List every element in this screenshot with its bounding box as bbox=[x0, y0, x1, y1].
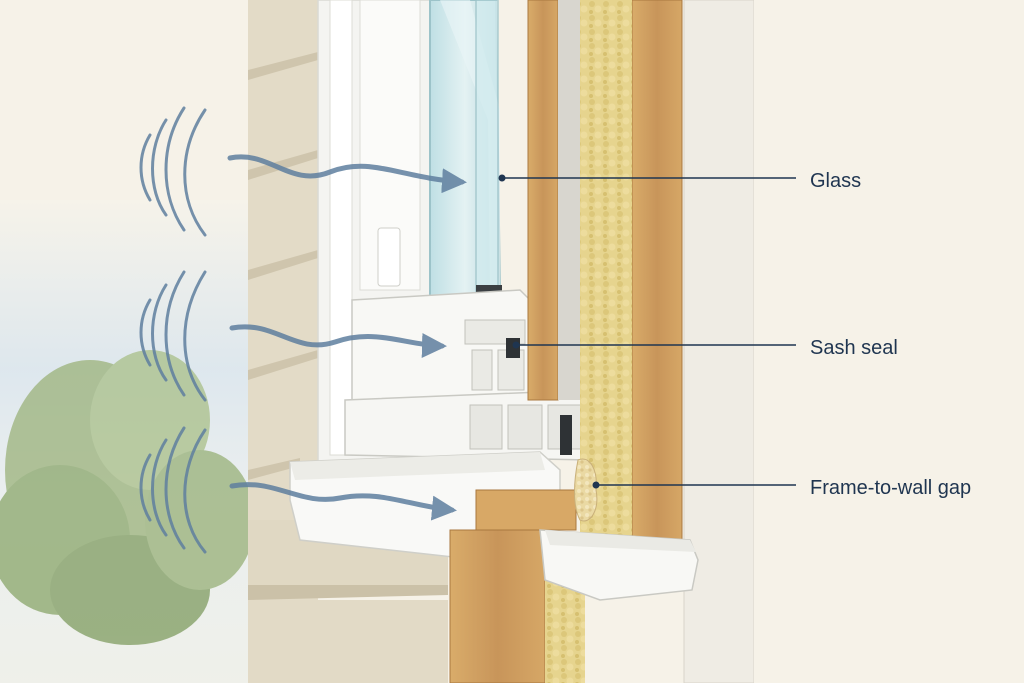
tree-foliage bbox=[0, 350, 255, 645]
foam-sealant bbox=[574, 458, 598, 522]
air-flow-arrow-icon bbox=[229, 482, 457, 521]
glass-pane bbox=[429, 0, 502, 315]
callout-dot bbox=[512, 341, 520, 349]
sound-wave-icon bbox=[139, 270, 207, 402]
callout-dot bbox=[498, 174, 506, 182]
callout-label-frame-to-wall-gap: Frame-to-wall gap bbox=[810, 477, 971, 499]
callout-sash-seal: Sash seal bbox=[512, 337, 898, 359]
callout-glass: Glass bbox=[498, 170, 861, 192]
air-flow-arrow-icon bbox=[227, 154, 467, 194]
sash-latch bbox=[377, 227, 401, 287]
air-flow-arrow-icon bbox=[229, 324, 447, 358]
sheathing bbox=[558, 0, 580, 400]
batt-insulation bbox=[580, 0, 632, 540]
callout-label-glass: Glass bbox=[810, 170, 861, 192]
callout-dot bbox=[592, 481, 600, 489]
callout-label-sash-seal: Sash seal bbox=[810, 337, 898, 359]
interior-stool bbox=[539, 529, 699, 601]
sound-wave-icon bbox=[139, 426, 207, 554]
sound-wave-icon bbox=[139, 106, 207, 237]
interior-space bbox=[754, 0, 1024, 683]
callout-frame-to-wall-gap: Frame-to-wall gap bbox=[592, 477, 971, 499]
sash-seal-gasket bbox=[506, 338, 520, 358]
wood-framing bbox=[449, 0, 683, 683]
